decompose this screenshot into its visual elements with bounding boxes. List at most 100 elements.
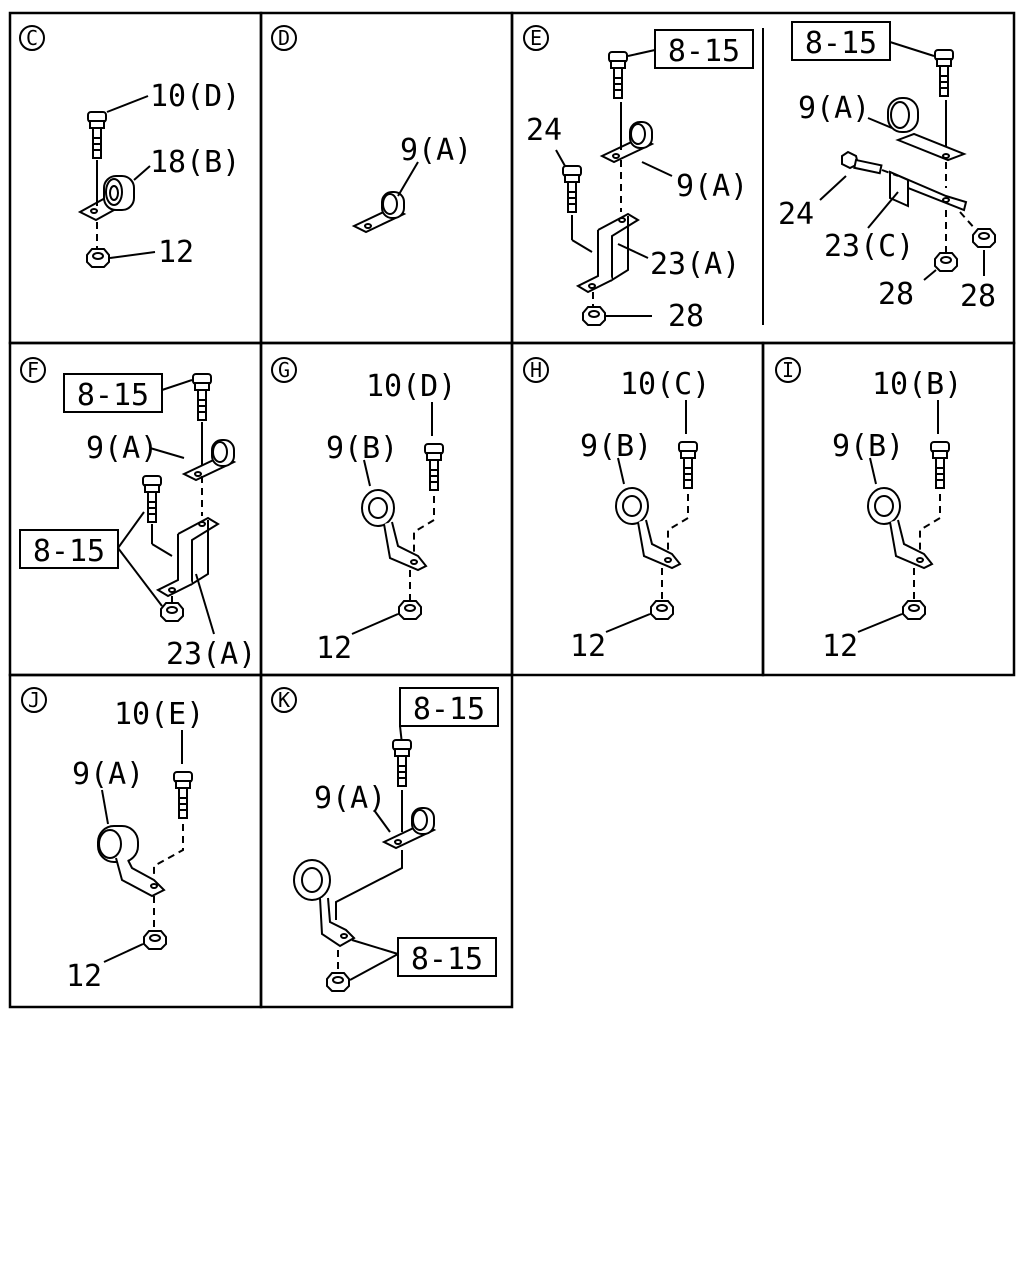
label-bolt: 10(C) xyxy=(620,367,710,402)
label-nut: 12 xyxy=(66,959,102,994)
bracket-23a-part xyxy=(577,213,639,293)
bolt-part xyxy=(930,441,950,489)
panel-i-letter-badge: I xyxy=(775,357,801,383)
label-bolt-left: 24 xyxy=(526,113,562,148)
svg-text:8-15: 8-15 xyxy=(411,942,483,977)
clip-9a-part xyxy=(383,807,435,849)
label-nut: 12 xyxy=(822,629,858,664)
svg-text:K: K xyxy=(278,688,290,712)
svg-text:8-15: 8-15 xyxy=(33,534,105,569)
panel-j-letter-badge: J xyxy=(21,687,47,713)
svg-text:8-15: 8-15 xyxy=(668,34,740,69)
panel-d: D 9(A) xyxy=(271,25,472,233)
panel-j: J 10(E) 9(A) 12 xyxy=(21,687,204,994)
svg-text:8-15: 8-15 xyxy=(77,378,149,413)
clip-9a-part xyxy=(183,439,235,481)
nut-part xyxy=(650,600,674,620)
nut-part xyxy=(398,600,422,620)
panel-c: C 10(D) 18(B) 12 xyxy=(19,25,240,270)
bolt-part xyxy=(173,771,193,819)
label-bolt-right: 24 xyxy=(778,197,814,232)
bracket-23a-part xyxy=(157,517,219,597)
label-nut-right-2: 28 xyxy=(960,279,996,314)
label-bolt: 10(D) xyxy=(366,369,456,404)
label-clip: 18(B) xyxy=(150,145,240,180)
nut-part xyxy=(160,602,184,622)
bolt-part xyxy=(392,739,412,787)
label-clip: 9(B) xyxy=(832,429,904,464)
ref-box-top: 8-15 xyxy=(63,373,163,413)
svg-text:D: D xyxy=(278,26,290,50)
svg-text:J: J xyxy=(28,688,40,712)
bolt-part xyxy=(608,51,628,99)
nut-part xyxy=(86,248,110,268)
svg-text:G: G xyxy=(278,358,290,382)
panel-d-letter-badge: D xyxy=(271,25,297,51)
panel-k-letter-badge: K xyxy=(271,687,297,713)
label-nut: 12 xyxy=(570,629,606,664)
nut-part xyxy=(326,972,350,992)
panel-e-letter-badge: E xyxy=(523,25,549,51)
bolt-part xyxy=(142,475,162,523)
svg-text:E: E xyxy=(530,26,542,50)
label-clip: 9(A) xyxy=(400,133,472,168)
nut-28-part xyxy=(582,306,606,326)
label-clip: 9(B) xyxy=(326,431,398,466)
label-bolt: 10(D) xyxy=(150,79,240,114)
clip-9a-part xyxy=(601,121,653,163)
label-clip: 9(A) xyxy=(72,757,144,792)
bolt-part xyxy=(192,373,212,421)
label-bolt: 10(B) xyxy=(872,367,962,402)
panel-g: G 10(D) 9(B) 12 xyxy=(271,357,456,666)
bolt-24-part xyxy=(841,150,883,175)
ref-box-bottom: 8-15 xyxy=(397,937,497,977)
label-clip: 9(A) xyxy=(314,781,386,816)
panel-h: H 10(C) 9(B) 12 xyxy=(523,357,710,664)
bolt-part xyxy=(678,441,698,489)
grid-frame xyxy=(8,11,1016,1009)
clip-18b-part xyxy=(77,175,135,222)
panel-f-letter-badge: F xyxy=(20,357,46,383)
label-clip-left: 9(A) xyxy=(676,169,748,204)
clip-9b-part xyxy=(293,859,356,948)
nut-part xyxy=(143,930,167,950)
label-clip: 9(B) xyxy=(580,429,652,464)
bracket-23c-part xyxy=(889,170,968,212)
label-clip: 9(A) xyxy=(86,431,158,466)
panel-e: E 8-15 24 9(A) 23(A) 28 8-15 xyxy=(523,21,996,334)
bolt-part xyxy=(934,49,954,97)
label-nut-left: 28 xyxy=(668,299,704,334)
label-bracket-left: 23(A) xyxy=(650,247,740,282)
svg-text:C: C xyxy=(26,26,38,50)
svg-text:H: H xyxy=(530,358,542,382)
label-nut-right-1: 28 xyxy=(878,277,914,312)
nut-28-part xyxy=(972,228,996,248)
panel-g-letter-badge: G xyxy=(271,357,297,383)
clip-9a-part xyxy=(887,97,967,162)
nut-28-part xyxy=(934,252,958,272)
ref-box-left: 8-15 xyxy=(654,29,754,69)
clip-9b-part xyxy=(867,487,933,569)
panel-i: I 10(B) 9(B) 12 xyxy=(775,357,962,664)
ref-box-right: 8-15 xyxy=(791,21,891,61)
ref-box-bottom: 8-15 xyxy=(19,529,119,569)
bolt-part xyxy=(424,443,444,491)
svg-text:8-15: 8-15 xyxy=(413,692,485,727)
panel-f: F 8-15 8-15 9(A) 23(A) xyxy=(19,357,256,672)
svg-text:F: F xyxy=(27,358,39,382)
nut-part xyxy=(902,600,926,620)
label-nut: 12 xyxy=(316,631,352,666)
clip-9a-part xyxy=(97,825,166,898)
panel-k: K 8-15 8-15 9(A) xyxy=(271,687,499,992)
panel-c-letter-badge: C xyxy=(19,25,45,51)
label-bracket: 23(A) xyxy=(166,637,256,672)
panel-h-letter-badge: H xyxy=(523,357,549,383)
label-bolt: 10(E) xyxy=(114,697,204,732)
svg-text:8-15: 8-15 xyxy=(805,26,877,61)
svg-text:I: I xyxy=(782,358,794,382)
bolt-24-part xyxy=(562,165,582,213)
bolt-part xyxy=(87,111,107,159)
clip-9b-part xyxy=(615,487,681,569)
label-bracket-right: 23(C) xyxy=(824,229,914,264)
